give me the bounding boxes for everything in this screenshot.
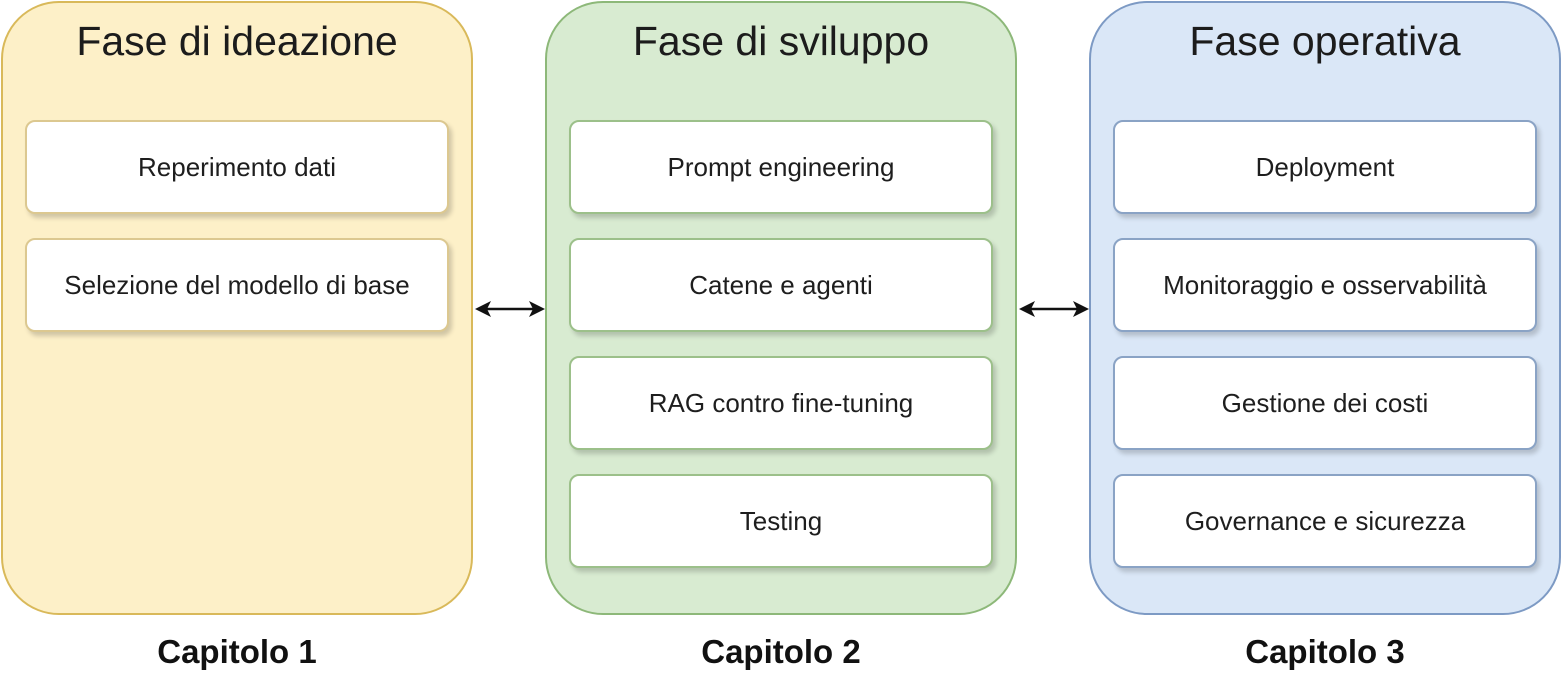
step-prompt-engineering: Prompt engineering	[569, 120, 993, 214]
step-gestione-costi: Gestione dei costi	[1113, 356, 1537, 450]
step-reperimento-dati: Reperimento dati	[25, 120, 449, 214]
step-deployment: Deployment	[1113, 120, 1537, 214]
double-arrow-icon	[1019, 301, 1089, 317]
step-monitoraggio: Monitoraggio e osservabilità	[1113, 238, 1537, 332]
step-selezione-modello: Selezione del modello di base	[25, 238, 449, 332]
phase-sviluppo-panel: Fase di sviluppo Prompt engineering Cate…	[545, 1, 1017, 615]
phase-ideazione-title: Fase di ideazione	[76, 18, 398, 64]
chapter-label-3: Capitolo 3	[1245, 633, 1405, 670]
phase-operativa-steps: Deployment Monitoraggio e osservabilità …	[1113, 120, 1537, 592]
step-testing: Testing	[569, 474, 993, 568]
phase-operativa-title: Fase operativa	[1189, 18, 1461, 64]
phase-operativa-panel: Fase operativa Deployment Monitoraggio e…	[1089, 1, 1561, 615]
step-catene-agenti: Catene e agenti	[569, 238, 993, 332]
phase-ideazione-panel: Fase di ideazione Reperimento dati Selez…	[1, 1, 473, 615]
chapter-label-1: Capitolo 1	[157, 633, 317, 670]
chapter-label-2: Capitolo 2	[701, 633, 861, 670]
phase-ideazione-steps: Reperimento dati Selezione del modello d…	[25, 120, 449, 356]
phase-sviluppo-title: Fase di sviluppo	[632, 18, 930, 64]
phase-sviluppo-steps: Prompt engineering Catene e agenti RAG c…	[569, 120, 993, 592]
step-governance-sicurezza: Governance e sicurezza	[1113, 474, 1537, 568]
step-rag-fine-tuning: RAG contro fine-tuning	[569, 356, 993, 450]
double-arrow-icon	[475, 301, 545, 317]
